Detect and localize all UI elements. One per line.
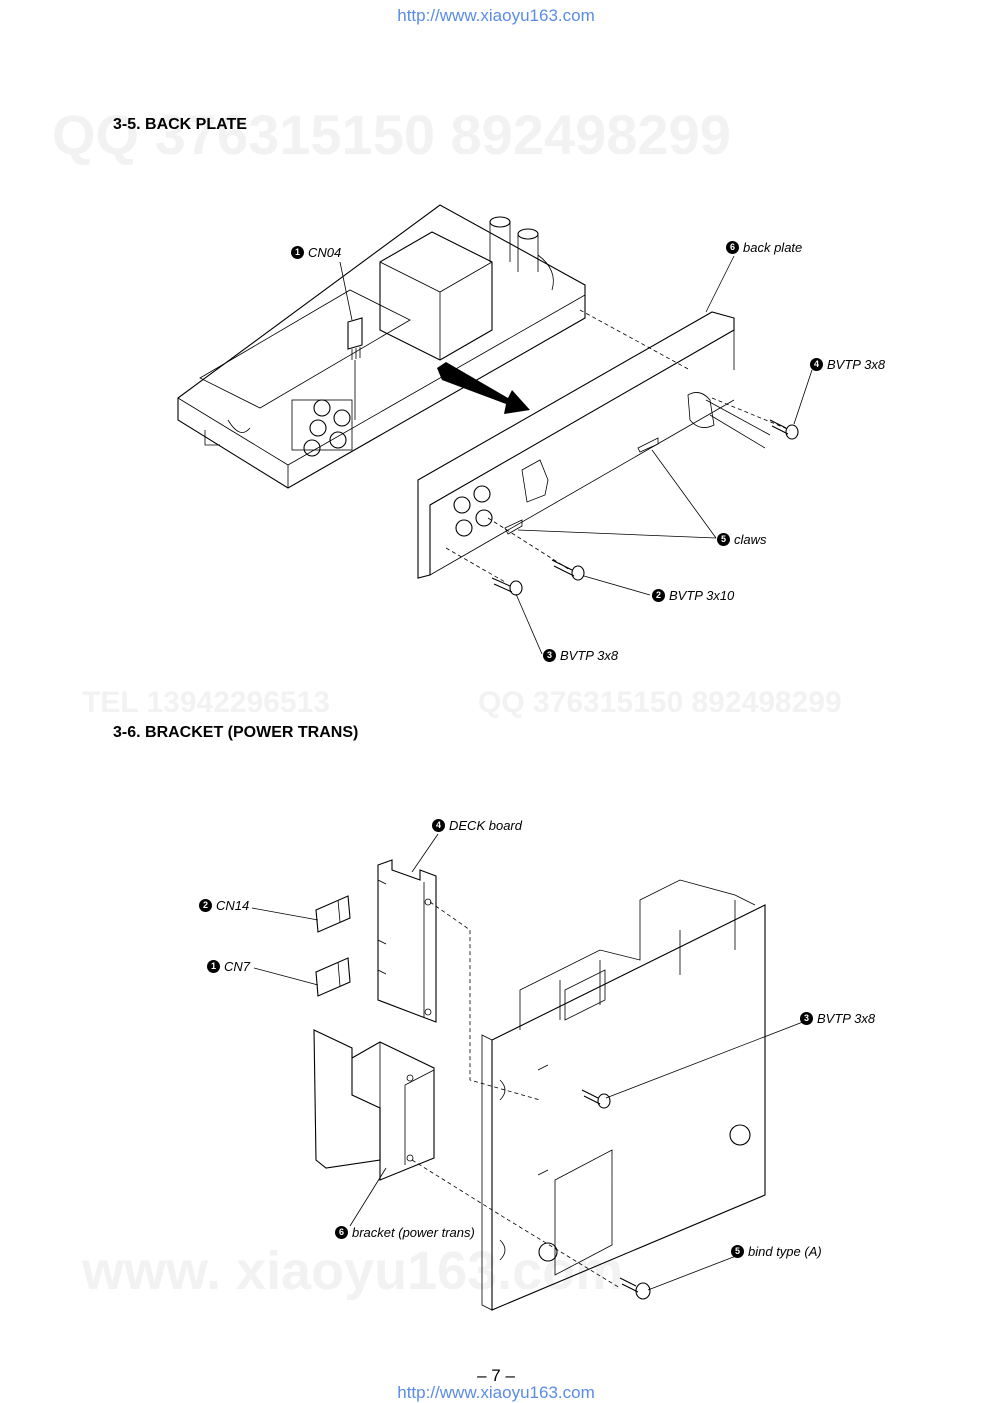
page-number: – 7 – bbox=[477, 1366, 515, 1385]
section-title-bracket: 3-6. BRACKET (POWER TRANS) bbox=[113, 724, 359, 741]
leader-cn7 bbox=[253, 967, 319, 986]
leader-bind-type-a bbox=[647, 1255, 737, 1291]
leader-bvtp-3x8-bottom bbox=[515, 593, 543, 655]
direction-arrow-icon bbox=[437, 362, 530, 414]
transformer-block bbox=[379, 231, 493, 361]
back-plate-bushing bbox=[687, 392, 715, 428]
back-plate-hole-2 bbox=[473, 485, 491, 503]
leader-bvtp-3x8-top bbox=[793, 369, 813, 425]
cn04-pins bbox=[351, 347, 361, 420]
cord-tube bbox=[705, 399, 771, 449]
bracket-edges bbox=[379, 1042, 435, 1165]
watermark-tel: TEL 13942296513 bbox=[82, 686, 330, 719]
chassis-window bbox=[564, 969, 606, 1021]
chassis-tab bbox=[204, 430, 220, 446]
bracket-hole-2 bbox=[406, 1154, 414, 1162]
chassis-top-structure bbox=[519, 879, 756, 1030]
leader-deck-board bbox=[411, 833, 439, 873]
chassis-mount-plate bbox=[554, 1149, 613, 1276]
cable-cn7 bbox=[315, 957, 351, 997]
chassis-ribs bbox=[559, 900, 736, 1020]
watermark-qq: QQ 376315150 892498299 bbox=[52, 103, 731, 166]
claw-slots bbox=[504, 437, 659, 535]
chassis-jacks bbox=[291, 399, 353, 457]
guide-bracket bbox=[411, 1159, 621, 1289]
leader-bvtp-3x10 bbox=[583, 575, 651, 596]
back-plate-hole-4 bbox=[475, 509, 493, 527]
screw-bvtp-3x8-top bbox=[769, 419, 799, 440]
cable-cn14 bbox=[315, 895, 351, 933]
guide-deck-board bbox=[429, 901, 541, 1101]
leader-cn04 bbox=[339, 261, 353, 321]
back-plate-hole-3 bbox=[455, 519, 473, 537]
wire bbox=[537, 254, 554, 291]
chassis-notch-2 bbox=[499, 1239, 506, 1261]
leader-bvtp-3x8 bbox=[605, 1019, 809, 1099]
chassis-holes bbox=[537, 1064, 549, 1176]
watermark-www: www. xiaoyu163.com bbox=[82, 1241, 624, 1301]
section-title-back-plate: 3-5. BACK PLATE bbox=[113, 116, 247, 133]
back-plate-hole-1 bbox=[453, 496, 471, 514]
screw-bvtp-3x8 bbox=[581, 1089, 611, 1109]
guide-line-top bbox=[579, 309, 791, 431]
back-plate-lower bbox=[429, 330, 735, 576]
capacitor-1 bbox=[489, 222, 511, 262]
watermark-qq-2: QQ 376315150 892498299 bbox=[478, 686, 842, 719]
chassis-boss-1 bbox=[729, 1124, 751, 1146]
chassis-edge-2 bbox=[287, 294, 586, 466]
leader-bracket-power-trans bbox=[349, 1167, 387, 1227]
footer-url[interactable]: http://www.xiaoyu163.com bbox=[397, 1383, 595, 1402]
deck-board bbox=[377, 859, 437, 1023]
deck-board-hole-2 bbox=[424, 1008, 432, 1016]
cn04-connector bbox=[347, 317, 363, 350]
screw-bvtp-3x10 bbox=[551, 559, 585, 581]
chassis-boss-2 bbox=[538, 1242, 558, 1262]
bracket-back bbox=[313, 1029, 381, 1169]
guide-line-bottom bbox=[445, 517, 571, 583]
transformer-edges bbox=[379, 261, 493, 360]
bracket-hole-1 bbox=[406, 1074, 414, 1082]
chassis-notch-1 bbox=[499, 1079, 506, 1101]
leader-claws bbox=[517, 449, 717, 539]
header-url[interactable]: http://www.xiaoyu163.com bbox=[397, 6, 595, 25]
back-plate-slot bbox=[521, 459, 549, 503]
leader-cn14 bbox=[251, 907, 319, 921]
back-plate bbox=[417, 311, 735, 579]
deck-board-edges bbox=[377, 879, 425, 1018]
deck-board-hole-1 bbox=[424, 898, 432, 906]
capacitor-2 bbox=[517, 234, 539, 272]
main-chassis-side bbox=[481, 1034, 493, 1311]
screw-bind-type-a bbox=[619, 1277, 651, 1300]
chassis-outline bbox=[177, 204, 586, 489]
bracket-power-trans bbox=[351, 1041, 435, 1181]
leader-back-plate bbox=[705, 255, 735, 313]
main-chassis bbox=[491, 904, 766, 1311]
chassis-panel bbox=[199, 289, 411, 409]
back-plate-diagram bbox=[177, 204, 813, 655]
chassis-cut bbox=[227, 419, 251, 433]
